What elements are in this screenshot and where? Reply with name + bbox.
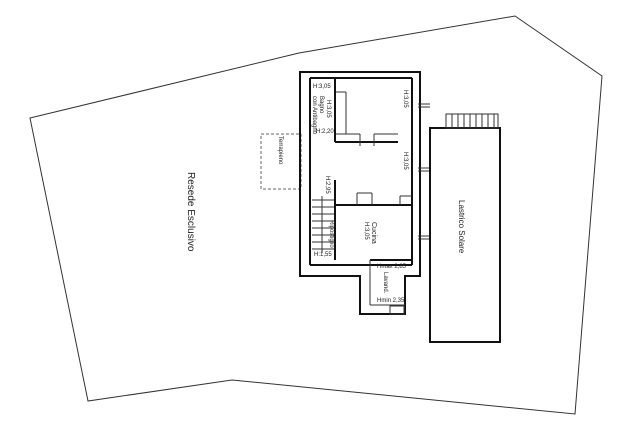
- window-marks: [418, 103, 430, 240]
- garden-boundary: [29, 15, 603, 415]
- kitchen-height: H:3,05: [363, 222, 369, 240]
- solar-label: Lastrico Solare: [457, 200, 466, 254]
- bath-height: H:3,05: [313, 84, 331, 90]
- entry-step: [389, 305, 405, 315]
- garden-label: Resede Esclusivo: [185, 172, 196, 252]
- railing-bars: [451, 114, 495, 128]
- staircase: [312, 196, 334, 253]
- room-height-1: H:3,05: [402, 90, 408, 108]
- room-height-2: H:3,05: [402, 152, 408, 170]
- laundry-label: Lavand.: [382, 272, 388, 294]
- house-outer-wall: [299, 71, 421, 315]
- bath-height-2: H:3,05: [325, 100, 331, 118]
- interior-walls: [309, 77, 413, 306]
- height-155: H:1,55: [314, 252, 332, 258]
- kitchen-label: Cucina: [370, 222, 377, 244]
- height-295: H:2,95: [324, 176, 330, 194]
- hmax-label: Hmax 2,85: [377, 264, 407, 270]
- bath-label-1: Bagno: [318, 96, 324, 114]
- storage-label: Ripostiglio: [328, 220, 334, 248]
- bath-label-2: con Antibagno: [311, 96, 317, 135]
- height-220: H:2,20: [316, 129, 334, 135]
- terrain-label: Terrapieno: [277, 136, 283, 165]
- hmin-label: Hmin 2,35: [377, 298, 405, 304]
- terrace-railing: [445, 113, 499, 129]
